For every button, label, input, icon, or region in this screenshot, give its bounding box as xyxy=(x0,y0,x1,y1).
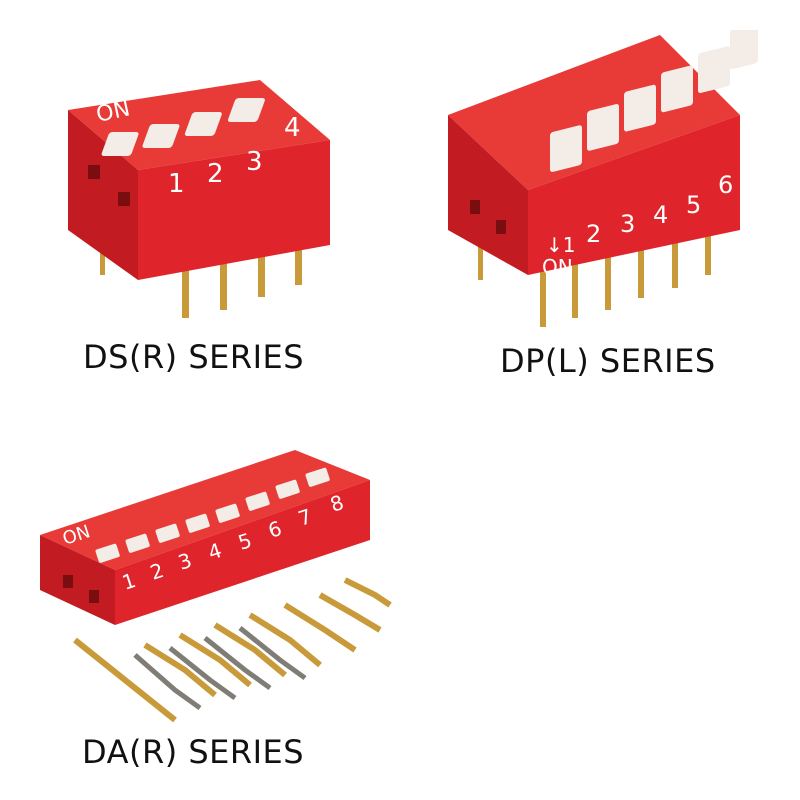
ds-front-face xyxy=(138,140,330,280)
dp-dip-switch-image: ↓1 ON 2 3 4 5 6 xyxy=(448,30,758,327)
da-front-face xyxy=(115,480,370,625)
dp-front-face xyxy=(528,115,740,275)
dp-arrow-1-label: ↓1 xyxy=(546,233,575,257)
ds-position-4: 4 xyxy=(284,113,301,143)
dp-actuators xyxy=(550,30,758,172)
ds-position-3: 3 xyxy=(246,147,263,177)
ds-position-1: 1 xyxy=(168,169,185,199)
dp-pins xyxy=(478,230,711,327)
dp-series-caption: DP(L) SERIES xyxy=(500,342,716,380)
da-actuators xyxy=(95,467,330,563)
da-position-labels: 1 2 3 4 5 6 7 8 xyxy=(119,490,347,595)
da-top-face xyxy=(40,450,370,570)
dp-position-2: 2 xyxy=(586,220,601,248)
ds-left-face xyxy=(68,110,138,280)
ds-series-caption: DS(R) SERIES xyxy=(83,338,305,376)
ds-position-2: 2 xyxy=(207,159,224,189)
dp-position-3: 3 xyxy=(620,210,635,238)
ds-actuators xyxy=(101,98,265,156)
ds-dip-switch-image: ON 1 2 3 4 xyxy=(68,80,330,318)
dp-on-label: ON xyxy=(542,255,573,279)
da-pins xyxy=(73,577,392,723)
dp-position-4: 4 xyxy=(653,201,668,229)
dp-left-face xyxy=(448,115,528,275)
da-series-caption: DA(R) SERIES xyxy=(82,733,305,771)
dp-position-5: 5 xyxy=(686,191,701,219)
dp-position-6: 6 xyxy=(718,171,733,199)
da-dip-switch-image: ON 1 2 3 4 5 6 7 8 xyxy=(40,450,392,723)
